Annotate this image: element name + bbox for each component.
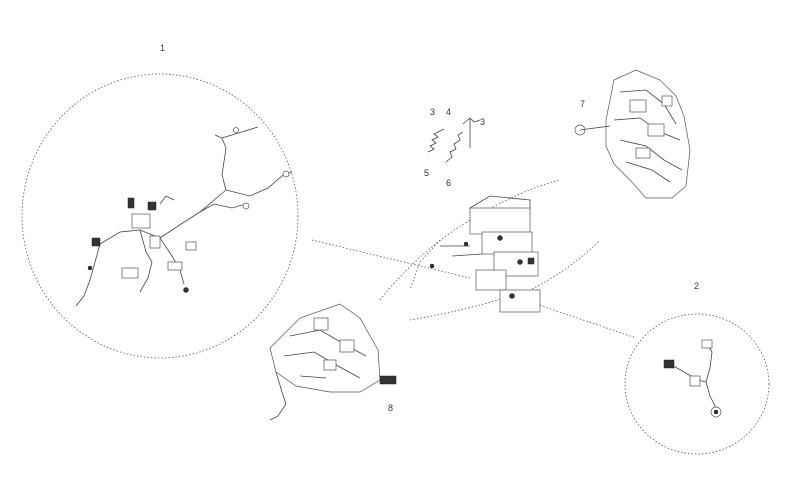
callout-6: 6 [446, 178, 452, 188]
lower-bracket-assembly [269, 303, 397, 421]
callout-2: 2 [694, 281, 700, 291]
callout-3-b: 3 [480, 117, 486, 127]
detail-circle-2 [624, 313, 770, 455]
callout-3-a: 3 [430, 107, 436, 117]
callout-4: 4 [446, 107, 452, 117]
main-assembly [379, 179, 601, 321]
callout-1: 1 [160, 43, 166, 53]
callout-5: 5 [424, 168, 430, 178]
leader-line-1 [311, 239, 471, 279]
callout-8: 8 [388, 403, 394, 413]
housing-assembly [574, 69, 691, 199]
callout-7: 7 [580, 99, 586, 109]
leader-line-2 [529, 301, 637, 339]
detail-circle-1 [21, 73, 299, 359]
springs-and-pins [427, 117, 481, 163]
